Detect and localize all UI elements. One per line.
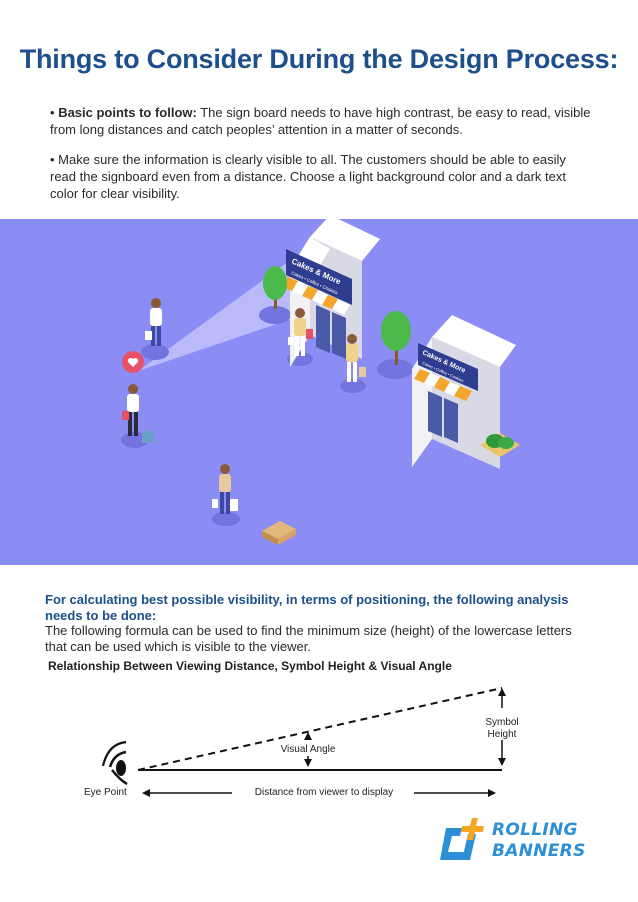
diagram-title: Relationship Between Viewing Distance, S… (48, 659, 452, 673)
visual-angle-diagram: Eye Point Distance from viewer to displa… (0, 680, 638, 810)
logo-mark-icon (440, 818, 484, 860)
bullet-visibility: • Make sure the information is clearly v… (50, 151, 595, 202)
person-bottom (212, 464, 238, 514)
visual-angle-label: Visual Angle (280, 744, 336, 755)
bullet-basic-points: • Basic points to follow: The sign board… (50, 104, 595, 138)
eye-point-label: Eye Point (84, 787, 127, 798)
person-viewer (122, 384, 154, 443)
store-sign (286, 249, 352, 305)
awning (414, 369, 472, 401)
symbol-height-line2: Height (487, 729, 517, 740)
store-1: Cakes & More Cakes • Coffee • Cookies (282, 219, 380, 367)
bullet-text: The sign board needs to have high contra… (50, 105, 591, 137)
bullet-lead: Basic points to follow: (58, 105, 197, 120)
store-2: Cakes & More Cakes • Coffee • Cookies (412, 315, 516, 469)
person-top-left (145, 298, 162, 346)
analysis-heading: For calculating best possible visibility… (45, 592, 569, 623)
tree (381, 311, 411, 365)
bullet-marker: • (50, 105, 55, 120)
bush-planter (480, 433, 520, 457)
page-title: Things to Consider During the Design Pro… (19, 44, 619, 74)
storefront-illustration: Cakes & More Cakes • Coffee • Cookies Ca… (0, 219, 638, 565)
logo-line2: BANNERS (492, 841, 586, 861)
tree (263, 266, 287, 309)
rolling-banners-logo: ROLLING BANNERS (440, 818, 600, 864)
bench (262, 521, 296, 545)
sightline-dashed (137, 687, 503, 771)
heart-bubble (122, 351, 144, 373)
store-sign (418, 343, 478, 391)
analysis-text: The following formula can be used to fin… (45, 623, 572, 654)
bullet-text: Make sure the information is clearly vis… (50, 152, 566, 201)
symbol-height-line1: Symbol (485, 717, 519, 728)
symbol-height-label: Symbol Height (474, 717, 530, 741)
person-near-store (288, 308, 313, 356)
eye-icon (101, 740, 128, 786)
bullet-marker: • (50, 152, 55, 167)
person-middle (346, 334, 366, 382)
distance-label: Distance from viewer to display (254, 787, 394, 798)
logo-line1: ROLLING (492, 820, 578, 840)
